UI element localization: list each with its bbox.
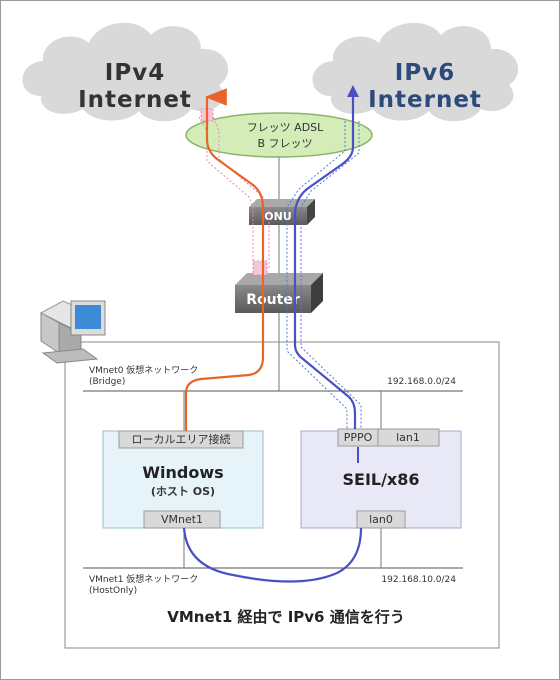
ipv4-cloud-line1: IPv4 [105, 60, 165, 86]
vmnet0-label-line2: (Bridge) [89, 377, 125, 387]
router-label: Router [246, 292, 300, 308]
ipv6-cloud-line2: Internet [368, 87, 482, 113]
vmnet1-subnet: 192.168.10.0/24 [381, 575, 456, 585]
seil-lan1-label: lan1 [396, 431, 420, 444]
host-pc-frame [64, 341, 500, 649]
pc-icon [39, 300, 107, 364]
vmnet0-label-line1: VMnet0 仮想ネットワーク [89, 364, 198, 376]
onu-device: ONU [249, 199, 315, 225]
flets-ellipse: フレッツ ADSL B フレッツ [185, 112, 373, 158]
ipv4-path [184, 88, 265, 431]
vmnet0-subnet: 192.168.0.0/24 [387, 377, 456, 387]
ipv4-cloud-line2: Internet [78, 87, 192, 113]
seil-title: SEIL/x86 [342, 470, 419, 489]
windows-title: Windows [142, 463, 223, 482]
vmnet1-blue-curve [182, 527, 363, 583]
seil-box: PPPO lan1 SEIL/x86 lan0 [300, 428, 462, 529]
vmnet1-label-line1: VMnet1 仮想ネットワーク [89, 573, 198, 585]
windows-vmnet1-label: VMnet1 [161, 513, 203, 526]
ipv6-arrowhead [347, 85, 359, 97]
windows-host-box: ローカルエリア接続 Windows (ホスト OS) VMnet1 [102, 430, 264, 529]
flets-line1: フレッツ ADSL [247, 121, 324, 134]
onu-label: ONU [264, 210, 292, 223]
windows-subtitle: (ホスト OS) [151, 485, 215, 498]
router-device: Router [235, 273, 323, 313]
ipv6-dotted-tunnel [286, 121, 362, 429]
flets-line2: B フレッツ [257, 137, 312, 150]
ipv6-cloud-line1: IPv6 [395, 60, 455, 86]
windows-lan-label: ローカルエリア接続 [132, 432, 231, 446]
vmnet1-label-line2: (HostOnly) [89, 586, 137, 596]
ipv4-cloud: IPv4 Internet [22, 22, 229, 122]
seil-pppo-label: PPPO [344, 431, 373, 444]
ipv6-cloud: IPv6 Internet [312, 22, 519, 122]
diagram-caption: VMnet1 経由で IPv6 通信を行う [167, 608, 404, 626]
ipv6-path [293, 89, 357, 429]
seil-lan0-label: lan0 [369, 513, 393, 526]
